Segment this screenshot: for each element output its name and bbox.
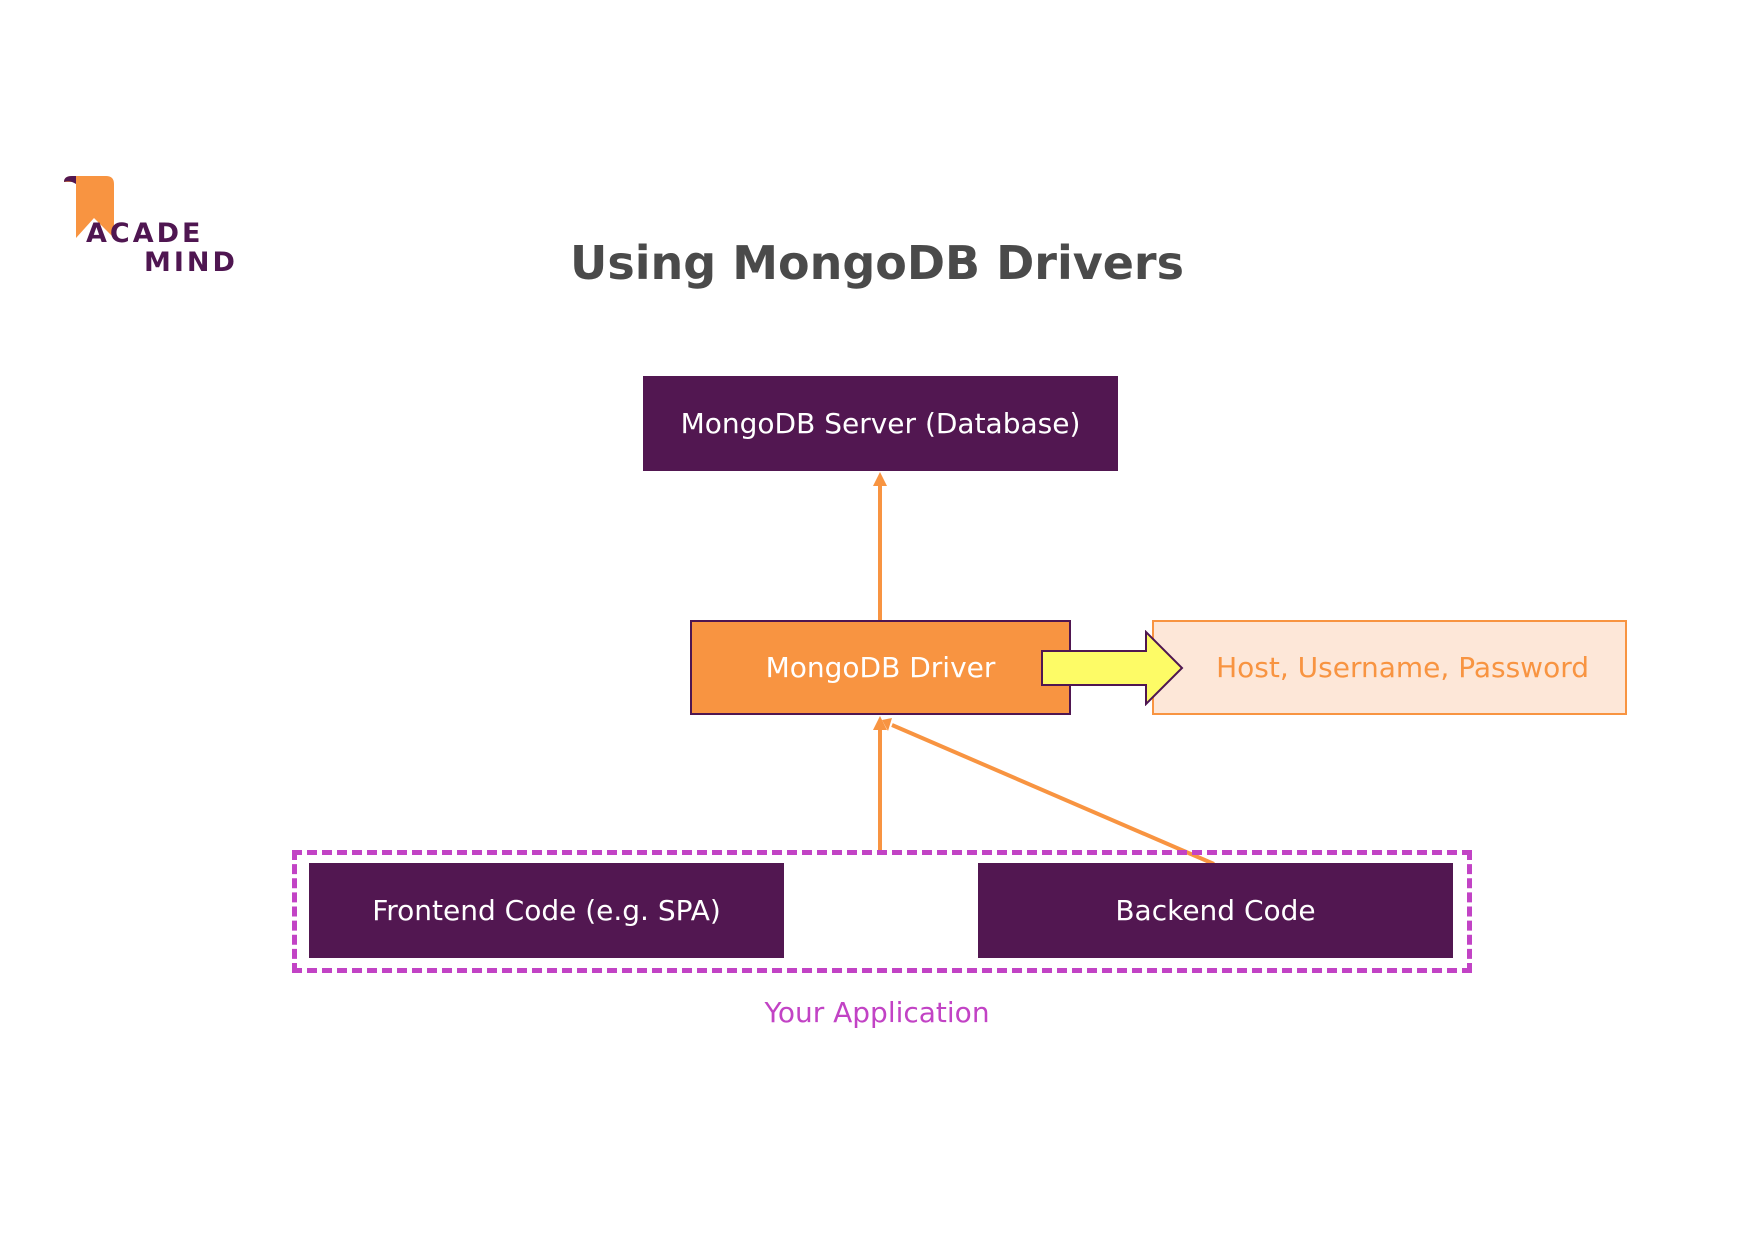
diagram-title: Using MongoDB Drivers <box>570 236 1184 290</box>
block-arrow-right-icon <box>1041 630 1184 706</box>
mongodb-server-node: MongoDB Server (Database) <box>643 376 1118 471</box>
arrow-driver-to-server <box>873 472 887 620</box>
arrow-backend-to-driver <box>882 718 1215 866</box>
group-label: Your Application <box>764 996 990 1029</box>
logo-text-line1: ACADE <box>86 218 204 249</box>
your-application-group <box>292 850 1472 973</box>
frontend-code-node: Frontend Code (e.g. SPA) <box>309 863 784 958</box>
arrow-frontend-to-driver <box>873 716 887 850</box>
academind-logo: ACADE MIND <box>64 176 244 276</box>
credentials-node: Host, Username, Password <box>1152 620 1627 715</box>
mongodb-driver-node: MongoDB Driver <box>690 620 1071 715</box>
backend-code-node: Backend Code <box>978 863 1453 958</box>
logo-text-line2: MIND <box>144 247 238 278</box>
bookmark-logo-icon <box>64 176 114 238</box>
